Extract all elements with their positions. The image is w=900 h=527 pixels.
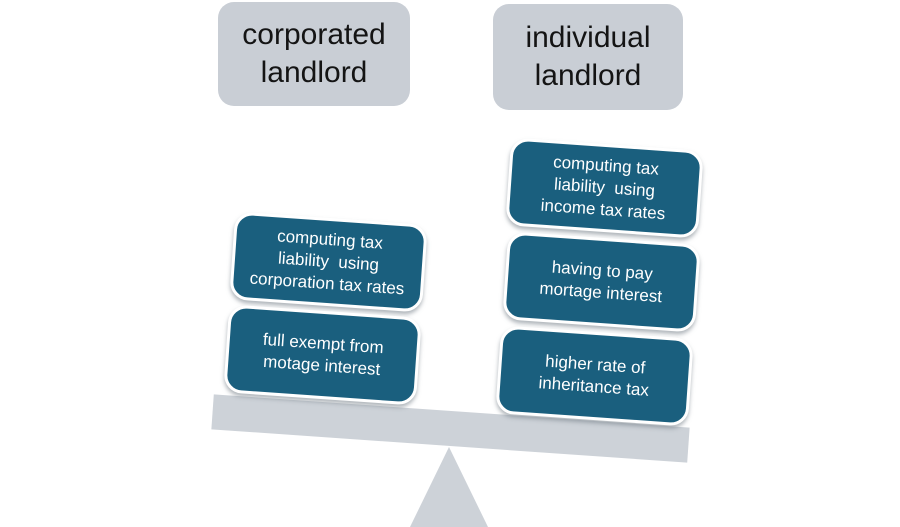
right-item-pay-mortgage-interest-label: having to pay mortage interest [538,257,663,307]
header-individual-landlord-label: individual landlord [525,21,651,92]
right-item-inheritance-tax-label: higher rate of inheritance tax [537,351,650,400]
right-item-pay-mortgage-interest: having to pay mortage interest [502,231,701,333]
header-individual-landlord: individual landlord [493,4,683,110]
right-item-inheritance-tax: higher rate of inheritance tax [495,325,694,427]
header-corporated-landlord: corporated landlord [218,2,410,106]
fulcrum-triangle [410,447,488,527]
left-item-corporation-tax-rates-label: computing tax liability using corporatio… [249,226,405,299]
left-item-corporation-tax-rates: computing tax liability using corporatio… [229,211,428,313]
header-corporated-landlord-label: corporated landlord [242,18,386,89]
right-item-income-tax-rates: computing tax liability using income tax… [505,137,704,239]
right-item-income-tax-rates-label: computing tax liability using income tax… [540,152,666,224]
left-item-exempt-mortgage-interest-label: full exempt from motage interest [262,329,385,380]
left-item-exempt-mortgage-interest: full exempt from motage interest [223,304,422,406]
